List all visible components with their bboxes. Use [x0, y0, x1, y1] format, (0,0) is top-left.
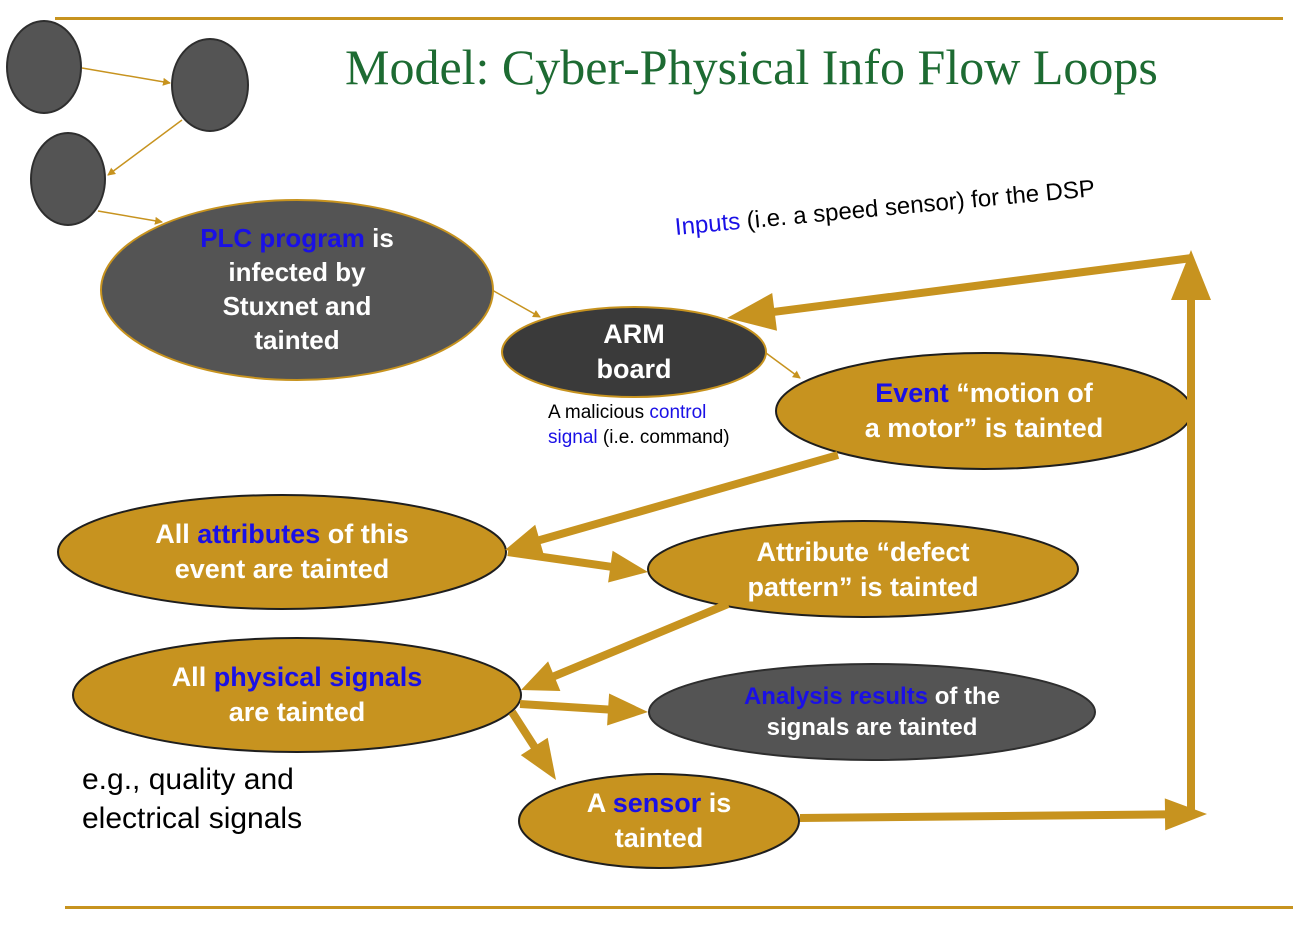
arm-node: ARM board	[534, 312, 734, 392]
defect-node-label: Attribute “defect pattern” is tainted	[747, 535, 978, 605]
physical-highlight: physical signals	[213, 661, 423, 692]
sensor-node-label: A sensor is tainted	[587, 786, 732, 856]
analysis-node-shape	[648, 663, 1096, 761]
plc-node-label: PLC program is infected by Stuxnet and t…	[200, 222, 394, 357]
analysis-line-2: signals are tainted	[766, 714, 978, 741]
inputs-highlight: Inputs	[673, 208, 742, 241]
defect-to-physical-arrow	[521, 600, 730, 691]
attributes-to-defect-arrow	[507, 548, 648, 583]
defect-line-2: pattern” is tainted	[747, 572, 979, 602]
malicious-rest: (i.e. command)	[597, 426, 730, 448]
sensor-pre: A	[586, 787, 613, 818]
attributes-line-1-rest: of this	[320, 518, 409, 549]
deco-circle-2	[171, 38, 249, 132]
sensor-line-1: A sensor is	[587, 786, 732, 821]
plc-line-2: infected by	[228, 257, 366, 288]
plc-line-3: Stuxnet and	[222, 291, 372, 321]
physical-node-shape	[72, 637, 522, 753]
malicious-pre: A malicious	[548, 402, 650, 423]
sensor-node: A sensor is tainted	[549, 781, 769, 861]
attributes-highlight: attributes	[197, 518, 321, 549]
example-note: e.g., quality and electrical signals	[82, 760, 302, 838]
arm-node-shape	[501, 306, 767, 398]
event-to-attributes-arrow	[505, 451, 840, 556]
deco-link-1	[81, 67, 171, 86]
defect-node-shape	[647, 520, 1079, 618]
plc-line-1: PLC program is	[200, 222, 394, 256]
event-node: Event “motion of a motor” is tainted	[800, 370, 1168, 452]
sensor-to-loop-arrow	[800, 798, 1207, 831]
analysis-line-1: Analysis results of the	[744, 681, 1000, 712]
malicious-signal: signal	[548, 426, 598, 448]
analysis-node-label: Analysis results of the signals are tain…	[744, 681, 1000, 743]
analysis-line-1-rest: of the	[928, 682, 1001, 710]
malicious-line-2: signal (i.e. command)	[548, 426, 730, 451]
top-rule	[55, 17, 1283, 20]
defect-line-1: Attribute “defect	[756, 536, 970, 567]
analysis-node: Analysis results of the signals are tain…	[692, 676, 1052, 748]
event-line-2: a motor” is tainted	[864, 413, 1104, 443]
arm-node-label: ARM board	[596, 317, 671, 387]
attributes-node: All attributes of this event are tainted	[82, 512, 482, 592]
plc-highlight: PLC program	[200, 223, 365, 254]
physical-node-label: All physical signals are tainted	[172, 660, 423, 730]
event-node-label: Event “motion of a motor” is tainted	[865, 376, 1104, 446]
event-line-1-rest: “motion of	[948, 377, 1093, 408]
malicious-control: control	[649, 402, 707, 423]
physical-pre: All	[171, 661, 214, 692]
event-highlight: Event	[875, 377, 949, 408]
deco-circle-3	[30, 132, 106, 226]
plc-line-1-rest: is	[364, 223, 394, 254]
arm-to-event-link	[765, 352, 801, 379]
bottom-rule	[65, 906, 1293, 909]
attributes-line-2: event are tainted	[174, 554, 390, 584]
loop-up-arrow	[1171, 250, 1211, 818]
attributes-line-1: All attributes of this	[155, 517, 409, 552]
defect-node: Attribute “defect pattern” is tainted	[683, 530, 1043, 610]
deco-link-2	[107, 119, 183, 176]
sensor-node-shape	[518, 773, 800, 869]
attributes-node-shape	[57, 494, 507, 610]
sensor-highlight: sensor	[612, 787, 702, 818]
attributes-pre: All	[155, 518, 198, 549]
event-line-1: Event “motion of	[865, 376, 1104, 411]
plc-line-4: tainted	[254, 324, 340, 355]
sensor-line-2: tainted	[614, 823, 704, 853]
physical-to-sensor-arrow	[508, 709, 556, 780]
loop-to-arm-arrow	[727, 254, 1193, 331]
sensor-line-1-rest: is	[701, 787, 732, 818]
example-line-1: e.g., quality and	[82, 763, 294, 796]
plc-node-shape	[100, 199, 494, 381]
deco-link-3	[97, 210, 163, 225]
analysis-highlight: Analysis results	[743, 682, 929, 710]
physical-to-analysis-arrow	[519, 693, 648, 726]
physical-line-2: are tainted	[228, 697, 366, 727]
physical-node: All physical signals are tainted	[97, 655, 497, 735]
malicious-note: A malicious control signal (i.e. command…	[548, 401, 730, 450]
malicious-line-1: A malicious control	[548, 401, 730, 426]
example-line-2: electrical signals	[82, 802, 303, 835]
slide-title: Model: Cyber-Physical Info Flow Loops	[345, 39, 1158, 95]
plc-to-arm-link	[491, 289, 541, 318]
physical-line-1: All physical signals	[172, 660, 423, 695]
arm-line-2: board	[596, 354, 672, 384]
attributes-node-label: All attributes of this event are tainted	[155, 517, 409, 587]
deco-circle-1	[6, 20, 82, 114]
arm-line-1: ARM	[603, 318, 665, 349]
plc-node: PLC program is infected by Stuxnet and t…	[131, 210, 463, 370]
